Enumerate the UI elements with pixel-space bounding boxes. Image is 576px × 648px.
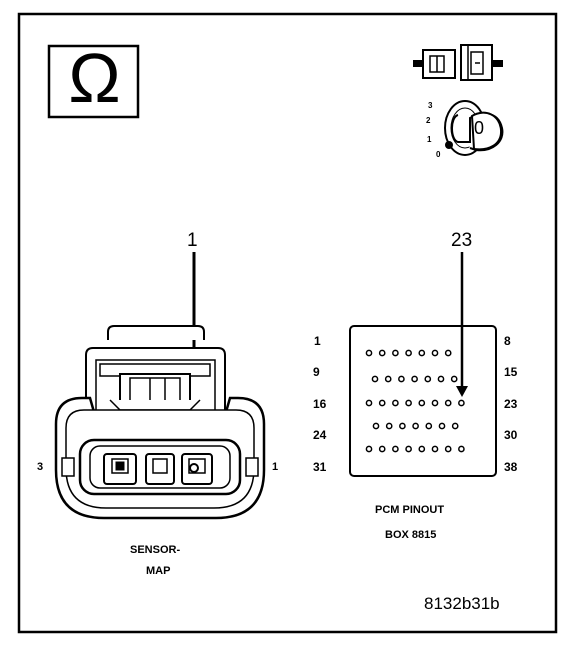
- sensor-callout-number: 1: [187, 230, 198, 251]
- pcm-row2-right: 15: [504, 365, 518, 379]
- pcm-pin-hole: [392, 445, 399, 453]
- pcm-row5-left: 31: [313, 460, 327, 474]
- pcm-row4-right: 30: [504, 428, 518, 442]
- map-sensor-connector: [54, 325, 266, 520]
- pcm-pin-hole: [431, 399, 439, 407]
- pcm-pin-hole: [412, 422, 419, 430]
- pcm-pin-hole: [365, 445, 373, 453]
- pcm-pin-hole: [438, 422, 446, 430]
- pcm-pin-hole: [431, 445, 439, 453]
- pcm-pin-hole: [450, 375, 458, 383]
- pcm-pin-hole: [444, 349, 452, 357]
- pcm-pin-hole: [385, 422, 393, 430]
- pcm-pin-hole: [425, 422, 433, 430]
- pcm-pin-hole: [458, 445, 465, 453]
- pcm-pin-hole: [378, 349, 386, 357]
- pcm-pin-hole: [392, 399, 399, 407]
- pcm-caption-line1: PCM PINOUT: [375, 504, 445, 516]
- pcm-row1-left: 1: [314, 334, 321, 348]
- pcm-pin-hole: [384, 375, 392, 383]
- pcm-pin-hole: [372, 422, 380, 430]
- pcm-callout-number: 23: [451, 230, 473, 251]
- pcm-row1-right: 8: [504, 334, 511, 348]
- pcm-pin-hole: [405, 445, 412, 453]
- pcm-pin-hole: [431, 349, 439, 357]
- pcm-pin-hole: [418, 349, 426, 357]
- terminal-2: [145, 453, 175, 485]
- terminal-3: [103, 453, 137, 485]
- pcm-pin-hole: [444, 445, 452, 453]
- pcm-pin-hole: [365, 399, 373, 407]
- pcm-callout-arrowhead: [456, 386, 468, 397]
- pcm-row3-right: 23: [504, 397, 518, 411]
- ignition-switch-icon: [444, 100, 504, 156]
- ignition-position-3: 3: [428, 101, 433, 110]
- pcm-pin-hole: [451, 422, 459, 430]
- pcm-pin-hole: [371, 375, 379, 383]
- pcm-pin-hole: [444, 399, 452, 407]
- ignition-position-1: 1: [427, 135, 432, 144]
- ignition-key-label: 0: [474, 118, 485, 138]
- sensor-name-line1: SENSOR-: [130, 544, 181, 556]
- pcm-pin-holes: [365, 349, 465, 453]
- pcm-pin-hole: [405, 349, 412, 357]
- pcm-pin-hole: [405, 399, 412, 407]
- pcm-row3-left: 16: [313, 397, 327, 411]
- pcm-row4-left: 24: [313, 428, 327, 442]
- ignition-position-0: 0: [436, 150, 441, 159]
- pcm-pin-hole: [418, 445, 426, 453]
- ignition-position-2: 2: [426, 116, 431, 125]
- pcm-pin-hole: [398, 375, 405, 383]
- pcm-pin-hole: [378, 445, 386, 453]
- pcm-pin-hole: [392, 349, 399, 357]
- pcm-pin-hole: [418, 399, 426, 407]
- ohm-meter-box: [47, 44, 140, 119]
- disconnect-connector-icon: [413, 44, 503, 81]
- pcm-pin-hole: [424, 375, 432, 383]
- sensor-name-line2: MAP: [146, 565, 171, 577]
- pcm-caption-line2: BOX 8815: [385, 529, 437, 541]
- pcm-pin-hole: [365, 349, 373, 357]
- pcm-pin-hole: [437, 375, 445, 383]
- pcm-pin-hole: [399, 422, 406, 430]
- sensor-probe-point: [189, 463, 199, 473]
- pcm-pin-hole: [411, 375, 418, 383]
- pcm-row5-right: 38: [504, 460, 518, 474]
- ohm-symbol: Ω: [68, 39, 121, 117]
- pcm-pin-hole: [378, 399, 386, 407]
- sensor-left-pin-number: 3: [37, 461, 44, 473]
- pcm-row2-left: 9: [313, 365, 320, 379]
- figure-id: 8132b31b: [424, 594, 500, 613]
- sensor-right-pin-number: 1: [272, 461, 279, 473]
- pcm-pin-hole: [458, 399, 465, 407]
- diagram-border: [17, 12, 558, 634]
